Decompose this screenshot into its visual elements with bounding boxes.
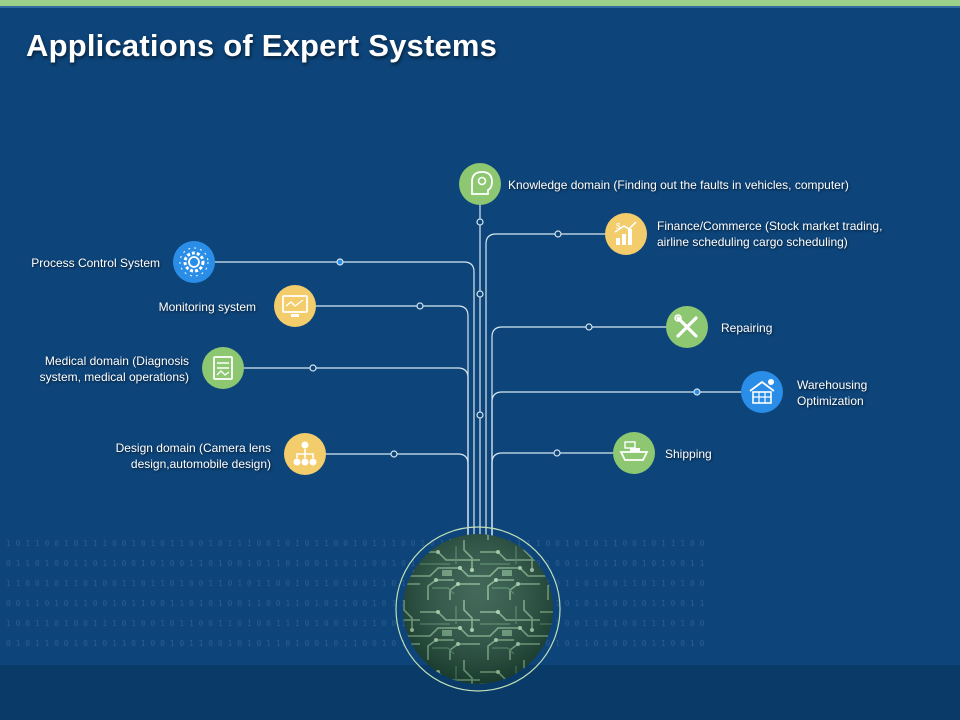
process-connector — [210, 261, 475, 540]
label-finance-commerce: Finance/Commerce (Stock market trading, … — [657, 219, 883, 249]
top-accent-bar — [0, 0, 960, 6]
gear-icon — [173, 241, 215, 283]
warehousing-connector — [491, 391, 742, 540]
top-accent-line — [0, 6, 960, 8]
label-shipping: Shipping — [665, 447, 712, 461]
label-repairing: Repairing — [721, 321, 773, 335]
label-monitoring-system: Monitoring system — [158, 300, 256, 314]
svg-text:1 0 1 1 0 0 1 0 1 1 1 0 0 1 0: 1 0 1 1 0 0 1 0 1 1 1 0 0 1 0 1 0 1 1 0 … — [6, 539, 705, 548]
tools-icon — [666, 306, 708, 348]
medical-connector — [242, 367, 469, 540]
connector-lines — [210, 196, 742, 540]
label-medical-domain: Medical domain (Diagnosis system, medica… — [39, 354, 189, 384]
brain-gear-icon — [459, 163, 501, 205]
shipping-connector — [491, 452, 614, 540]
svg-text:0 0 1 1 0 1 0 1 1 0 0 1 0 1 1: 0 0 1 1 0 1 0 1 1 0 0 1 0 1 1 0 0 1 1 0 … — [6, 599, 705, 608]
connector-nodes — [309, 218, 701, 458]
finance-connector — [485, 233, 607, 540]
ship-icon — [613, 432, 655, 474]
label-design-domain: Design domain (Camera lens design,automo… — [115, 441, 271, 471]
monitor-icon — [274, 285, 316, 327]
svg-text:0 1 1 0 1 0 0 1 1 0 1 1 0 0 1: 0 1 1 0 1 0 0 1 1 0 1 1 0 0 1 0 1 0 0 1 … — [6, 559, 705, 568]
svg-text:0 1 0 1 1 0 0 1 0 1 0 1 1 0 1: 0 1 0 1 1 0 0 1 0 1 0 1 1 0 1 0 0 1 0 1 … — [6, 639, 705, 648]
design-connector — [323, 453, 469, 540]
monitoring-connector — [314, 305, 469, 540]
repairing-connector — [491, 326, 668, 540]
background-digits: 1 0 1 1 0 0 1 0 1 1 1 0 0 1 0 1 0 1 1 0 … — [6, 539, 705, 648]
label-process-control-system: Process Control System — [31, 256, 160, 270]
hierarchy-icon — [284, 433, 326, 475]
label-warehousing-optimization: Warehousing Optimization — [797, 378, 868, 408]
svg-text:$: $ — [616, 222, 621, 231]
svg-text:1 1 0 0 1 0 1 1 0 1 0 0 1 1 0: 1 1 0 0 1 0 1 1 0 1 0 0 1 1 0 1 1 0 1 0 … — [6, 579, 705, 588]
label-knowledge-domain: Knowledge domain (Finding out the faults… — [508, 178, 849, 192]
page-title: Applications of Expert Systems — [26, 28, 498, 63]
medical-document-icon — [202, 347, 244, 389]
warehouse-icon — [741, 371, 783, 413]
svg-text:1 0 0 1 1 0 1 0 0 1 1 1 0 1 0: 1 0 0 1 1 0 1 0 0 1 1 1 0 1 0 0 1 0 1 1 … — [6, 619, 705, 628]
circuit-board-image — [395, 526, 561, 692]
finance-chart-icon: $ — [605, 213, 647, 255]
